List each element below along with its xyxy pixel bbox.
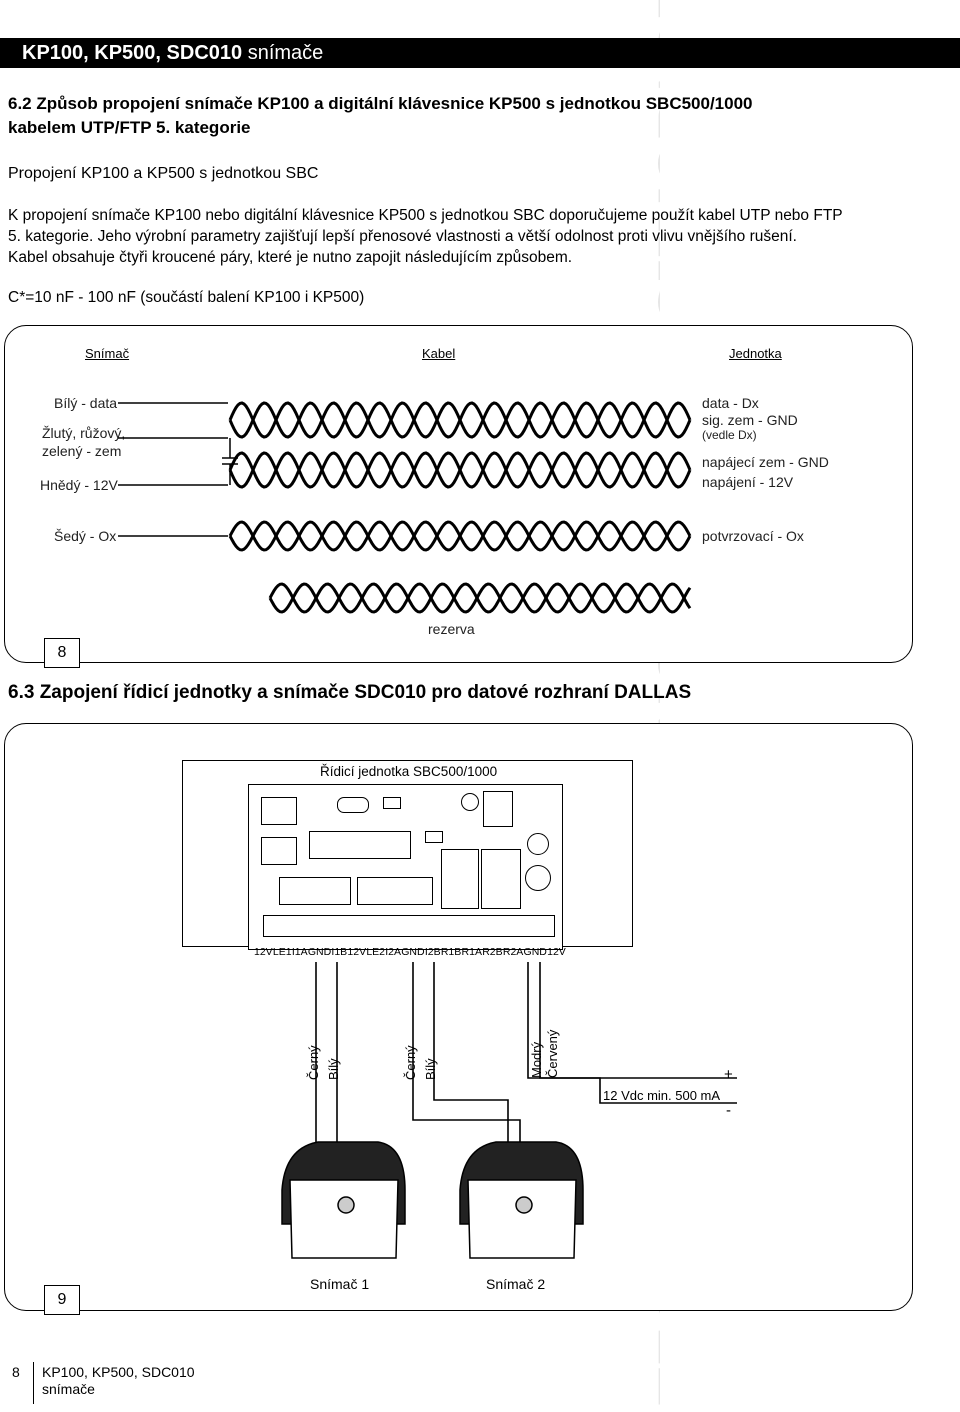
terminal-label: GND — [401, 946, 425, 958]
unit-label-sig-gnd: sig. zem - GND — [702, 412, 798, 428]
page-title: KP100, KP500, SDC010 snímače — [22, 42, 324, 64]
terminal-label: LE2 — [366, 946, 386, 958]
wire-label-ground-1: Žlutý, růžový, — [42, 425, 126, 441]
crystal — [337, 797, 369, 813]
terminal-labels: 12V LE1 I1A GND I1B 12V LE2 I2A GND I2B … — [254, 946, 566, 958]
relay — [441, 849, 479, 909]
chip — [279, 877, 351, 905]
wire-label-black-1: Černý — [306, 1045, 321, 1080]
section-heading-6-3: 6.3 Zapojení řídicí jednotky a snímače S… — [8, 682, 692, 703]
wire-label-black-2: Černý — [403, 1045, 418, 1080]
unit-label-power-12v: napájení - 12V — [702, 474, 794, 490]
terminal-label: GND — [523, 946, 547, 958]
twisted-pair-power — [228, 451, 692, 489]
jumper — [383, 797, 401, 809]
twisted-pair-data — [228, 401, 692, 439]
terminal-label: I1A — [291, 946, 308, 958]
footer-title: KP100, KP500, SDC010 snímače — [42, 1364, 195, 1397]
figure-8-number: 8 — [44, 638, 80, 668]
terminal-label: 12V — [254, 946, 273, 958]
unit-label-power-gnd: napájecí zem - GND — [702, 454, 829, 470]
unit-label-next-to-dx: (vedle Dx) — [702, 428, 757, 442]
chip — [309, 831, 411, 859]
figure-9-number: 9 — [44, 1285, 80, 1315]
reserve-label: rezerva — [428, 621, 475, 637]
twisted-pair-confirm — [228, 520, 692, 552]
col-label-cable: Kabel — [422, 346, 456, 361]
unit-label-confirm-ox: potvrzovací - Ox — [702, 528, 804, 544]
wire-label-white-2: Bílý — [423, 1058, 438, 1080]
terminal-label: GND — [307, 946, 332, 958]
section-paragraph: K propojení snímače KP100 nebo digitální… — [8, 207, 843, 266]
terminal-label: R1A — [461, 946, 482, 958]
wire-label-white-1: Bílý — [326, 1058, 341, 1080]
wire-label-blue: Modrý — [529, 1041, 544, 1078]
wire-label-ground-2: zelený - zem — [42, 443, 122, 459]
terminal-label: R2B — [482, 946, 503, 958]
terminal-label: I2A — [385, 946, 402, 958]
wire-label-brown-12v: Hnědý - 12V — [40, 477, 118, 493]
wire-label-white-data: Bílý - data — [54, 395, 118, 411]
chip — [261, 797, 297, 825]
terminal-block — [263, 915, 555, 937]
regulator — [483, 791, 513, 827]
jumper — [425, 831, 443, 843]
reader-1-label: Snímač 1 — [310, 1276, 370, 1292]
power-minus: - — [726, 1102, 731, 1119]
terminal-label: R2A — [502, 946, 524, 958]
section-subheading: Propojení KP100 a KP500 s jednotkou SBC — [8, 165, 319, 182]
pcb-board — [248, 784, 563, 950]
twisted-pair-reserve — [268, 582, 692, 614]
terminal-label: 12V — [347, 946, 367, 958]
capacitor — [461, 793, 479, 811]
terminal-label: R1B — [440, 946, 462, 958]
capacitor-note: C*=10 nF - 100 nF (součástí balení KP100… — [8, 289, 365, 306]
chip — [261, 837, 297, 865]
terminal-label: LE1 — [272, 946, 292, 958]
relay — [481, 849, 521, 909]
col-label-unit: Jednotka — [729, 346, 782, 361]
col-label-reader: Snímač — [85, 346, 130, 361]
wire-label-red: Červený — [545, 1029, 560, 1078]
header-bar — [0, 38, 960, 68]
control-unit-label: Řídicí jednotka SBC500/1000 — [320, 764, 498, 779]
reader-2-label: Snímač 2 — [486, 1276, 546, 1292]
chip — [357, 877, 433, 905]
section-heading-6-2: 6.2 Způsob propojení snímače KP100 a dig… — [8, 94, 753, 137]
power-plus: + — [724, 1066, 733, 1083]
capacitor — [525, 865, 551, 891]
unit-label-data: data - Dx — [702, 395, 759, 411]
wire-label-grey-ox: Šedý - Ox — [54, 528, 117, 544]
terminal-label: 12V — [547, 946, 566, 958]
terminal-label: I1B — [331, 946, 348, 958]
terminal-label: I2B — [424, 946, 441, 958]
footer-page-number: 8 — [12, 1364, 20, 1380]
twisted-pair-reserve — [268, 582, 692, 614]
footer-divider — [33, 1362, 34, 1404]
power-spec-label: 12 Vdc min. 500 mA — [603, 1088, 721, 1103]
capacitor — [527, 833, 549, 855]
